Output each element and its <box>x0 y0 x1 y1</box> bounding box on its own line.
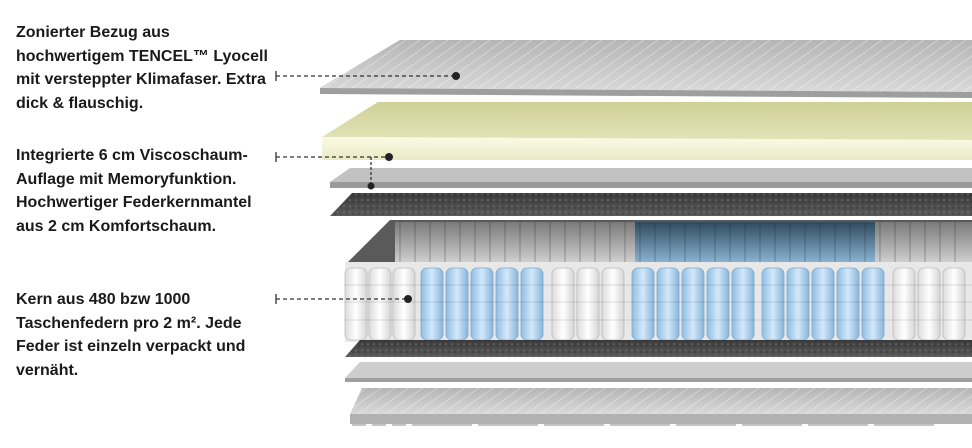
bottom-cover-layer <box>350 388 972 426</box>
memory-foam-layer <box>322 102 972 160</box>
callout-foam <box>275 152 389 185</box>
callout-cover <box>275 71 456 81</box>
foam-description: Integrierte 6 cm Viscoschaum-Auflage mit… <box>16 147 252 235</box>
lower-foam-layer <box>345 362 972 382</box>
lower-felt-layer <box>345 340 972 357</box>
callout-foam-dot <box>385 153 393 161</box>
callout-core-dot <box>404 295 412 303</box>
cover-layer <box>320 40 972 98</box>
callout-cover-dot <box>452 72 460 80</box>
spring-core-front <box>344 262 972 342</box>
spring-core-description: Kern aus 480 bzw 1000 Taschenfedern pro … <box>16 291 246 379</box>
comfort-foam-layer <box>330 168 972 188</box>
callout-comfort-dot <box>367 182 375 190</box>
callout-core <box>275 294 408 304</box>
cover-description: Zonierter Bezug aus hochwertigem TENCEL™… <box>16 24 268 112</box>
felt-layer <box>330 193 972 216</box>
spring-core-back <box>345 220 972 265</box>
